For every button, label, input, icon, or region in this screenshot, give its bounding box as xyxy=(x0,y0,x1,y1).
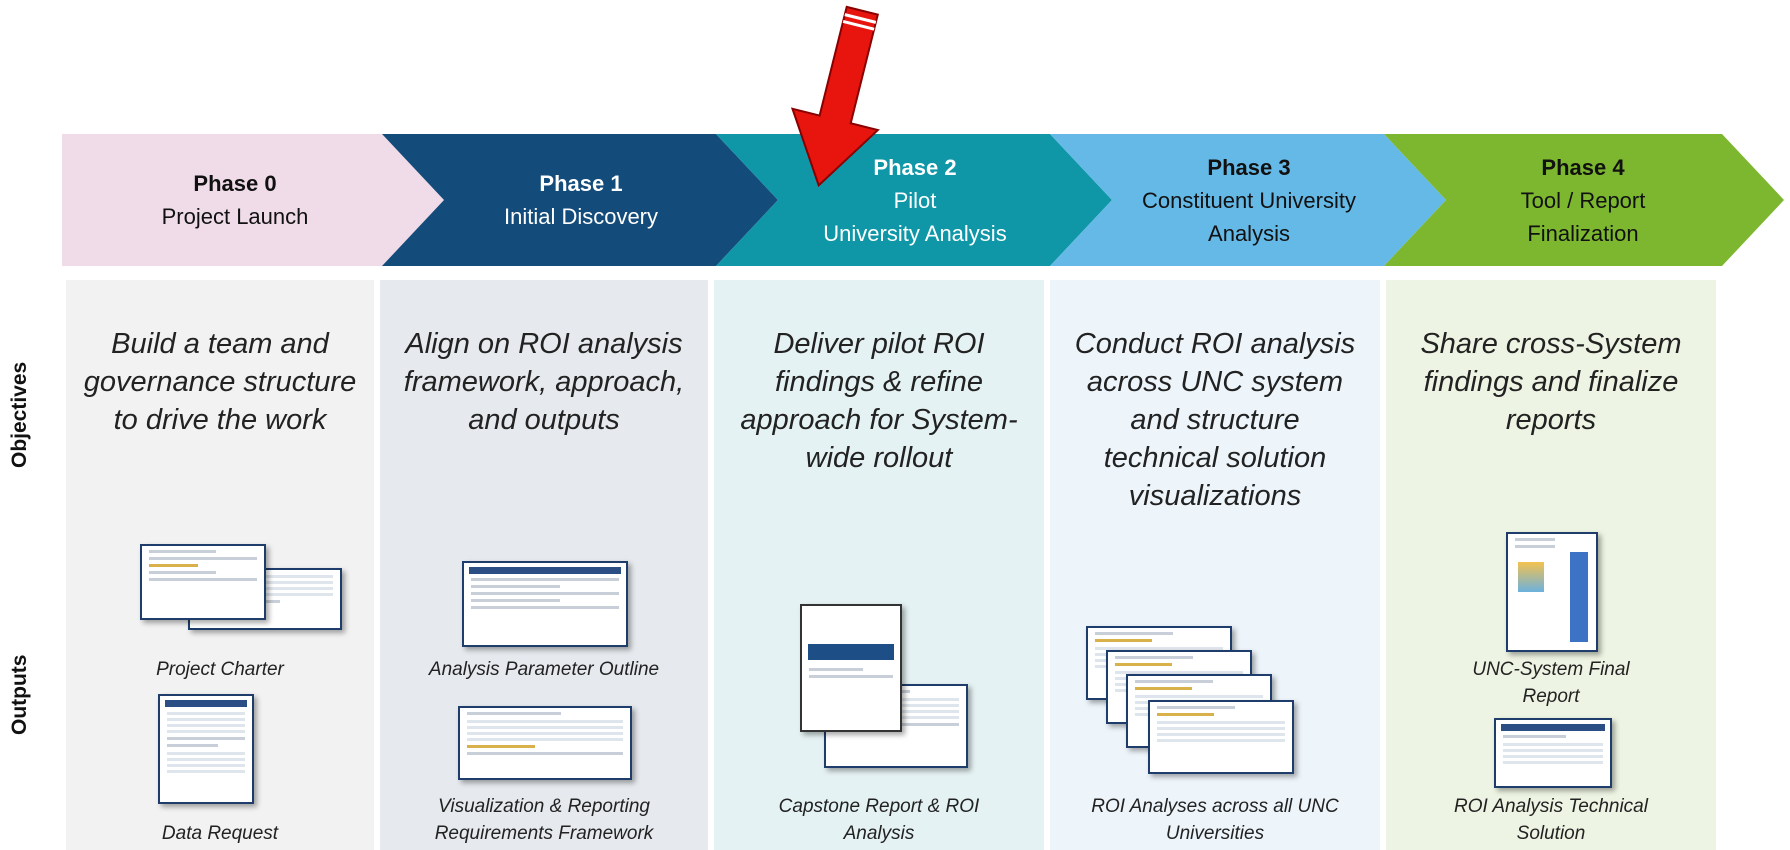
analysis-parameter-outline-thumbnail xyxy=(462,561,628,647)
output-caption: Project Charter xyxy=(156,659,284,680)
phase-4-label: Phase 4 Tool / Report Finalization xyxy=(1416,134,1750,266)
phase-name: Finalization xyxy=(1527,220,1639,246)
caption-line: Requirements Framework xyxy=(434,823,654,844)
objective-line: governance structure xyxy=(83,366,357,398)
final-report-thumbnail xyxy=(1506,532,1598,652)
phase-number: Phase 1 xyxy=(539,171,623,196)
caption-line: Analysis xyxy=(843,823,915,844)
objective-line: Build a team and xyxy=(111,328,329,360)
phase-0-chevron xyxy=(62,134,444,266)
caption-line: Report xyxy=(1522,686,1580,707)
phase-number: Phase 2 xyxy=(873,154,957,180)
objective-line: technical solution xyxy=(1103,442,1327,474)
phase-number: Phase 3 xyxy=(1207,154,1291,180)
output-caption: ROI Analyses across all UNC Universities xyxy=(1050,793,1380,847)
phase-4-objective: Share cross-System findings and finalize… xyxy=(1386,325,1716,439)
output-caption: Analysis Parameter Outline xyxy=(428,659,660,680)
objective-line: visualizations xyxy=(1128,480,1302,512)
arrow-stripe xyxy=(842,19,875,31)
objective-line: Align on ROI analysis xyxy=(405,328,683,360)
phase-3-objective: Conduct ROI analysis across UNC system a… xyxy=(1050,325,1380,515)
phase-name: Initial Discovery xyxy=(503,204,659,229)
output-caption: Visualization & Reporting Requirements F… xyxy=(380,793,708,847)
output-caption: UNC-System Final Report xyxy=(1386,656,1716,710)
technical-solution-thumbnail xyxy=(1494,718,1612,788)
objectives-row-label: Objectives xyxy=(8,361,31,469)
phase-0-label: Phase 0 Project Launch xyxy=(62,134,408,266)
phase-3-label: Phase 3 Constituent University Analysis xyxy=(1082,134,1416,266)
objective-line: across UNC system xyxy=(1086,366,1344,398)
caption-line: Universities xyxy=(1165,823,1265,844)
caption-line: UNC-System Final xyxy=(1472,659,1630,680)
caption-line: ROI Analyses across all UNC xyxy=(1091,796,1339,817)
phase-4-chevron xyxy=(1384,134,1784,266)
phase-1-chevron xyxy=(382,134,778,266)
project-charter-thumbnail xyxy=(140,544,266,620)
caption-line: Capstone Report & ROI xyxy=(778,796,980,817)
objective-line: findings and finalize xyxy=(1423,366,1679,398)
output-caption: Capstone Report & ROI Analysis xyxy=(714,793,1044,847)
phase-name: University Analysis xyxy=(823,220,1007,246)
roi-analyses-thumbnail xyxy=(1148,700,1294,774)
phase-number: Phase 4 xyxy=(1541,154,1625,180)
phase-0-objective: Build a team and governance structure to… xyxy=(66,325,374,439)
caption-line: Visualization & Reporting xyxy=(438,796,650,817)
phase-3-chevron xyxy=(1050,134,1446,266)
objective-line: Conduct ROI analysis xyxy=(1074,328,1356,360)
objective-line: framework, approach, xyxy=(403,366,685,398)
phase-name: Pilot xyxy=(893,187,937,213)
objective-line: and outputs xyxy=(468,404,620,436)
arrow-stripe xyxy=(844,13,877,24)
output-caption: Data Request xyxy=(161,823,279,844)
objective-line: reports xyxy=(1505,404,1597,436)
data-request-thumbnail xyxy=(158,694,254,804)
objective-line: and structure xyxy=(1130,404,1300,436)
outputs-row-label: Outputs xyxy=(8,654,31,736)
phase-1-objective: Align on ROI analysis framework, approac… xyxy=(380,325,708,439)
phase-number: Phase 0 xyxy=(193,171,277,196)
phase-2-label: Phase 2 Pilot University Analysis xyxy=(748,134,1082,266)
visualization-framework-thumbnail xyxy=(458,706,632,780)
phase-name: Constituent University xyxy=(1142,187,1356,213)
caption-line: ROI Analysis Technical xyxy=(1454,796,1648,817)
phase-2-objective: Deliver pilot ROI findings & refine appr… xyxy=(714,325,1044,477)
phase-name: Tool / Report xyxy=(1520,187,1646,213)
objective-line: to drive the work xyxy=(113,404,327,436)
phase-name: Project Launch xyxy=(161,204,309,229)
capstone-report-thumbnail xyxy=(800,604,902,732)
objective-line: Deliver pilot ROI xyxy=(773,328,985,360)
arrow-body xyxy=(790,5,880,188)
phase-name: Analysis xyxy=(1208,220,1290,246)
caption-line: Solution xyxy=(1516,823,1586,844)
objective-line: wide rollout xyxy=(805,442,953,474)
phase-1-label: Phase 1 Initial Discovery xyxy=(414,134,748,266)
objective-line: findings & refine xyxy=(775,366,983,398)
objective-line: Share cross-System xyxy=(1420,328,1682,360)
output-caption: ROI Analysis Technical Solution xyxy=(1386,793,1716,847)
objective-line: approach for System- xyxy=(740,404,1018,436)
